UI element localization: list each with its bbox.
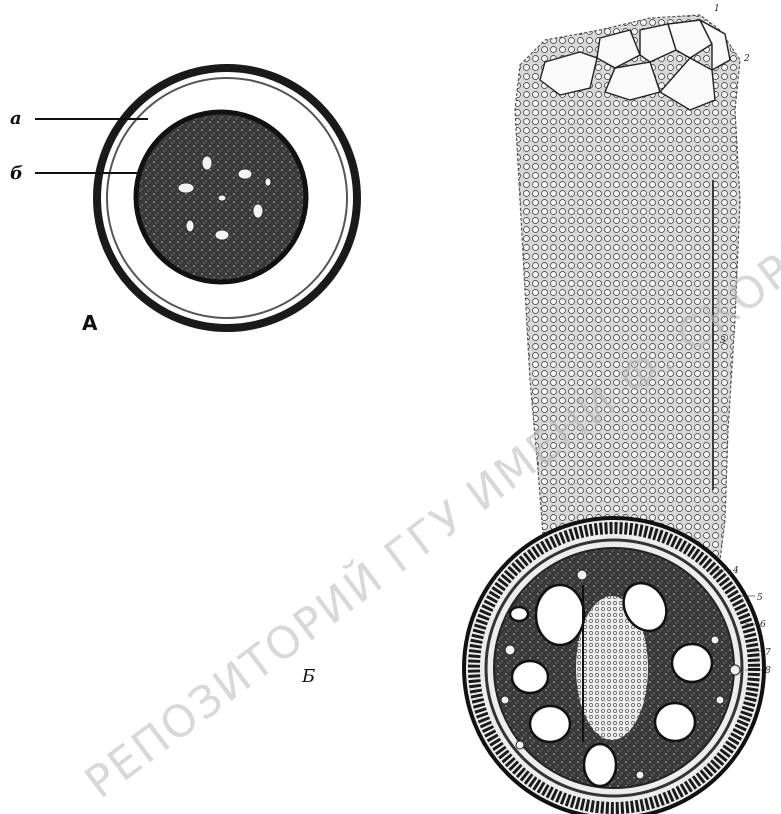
callout-label-b: б xyxy=(10,163,23,184)
panel-a-diagram: а б А xyxy=(10,68,357,335)
callout-7: 7 xyxy=(765,648,771,658)
callout-8: 8 xyxy=(765,666,771,676)
callout-6: 6 xyxy=(760,620,766,630)
callout-5: 5 xyxy=(757,593,763,603)
callout-4: 4 xyxy=(732,566,739,576)
panel-b-label: Б xyxy=(301,666,315,687)
callout-2: 2 xyxy=(743,54,750,64)
callout-label-a: а xyxy=(10,108,22,129)
callout-1: 1 xyxy=(714,4,720,14)
panel-b-diagram: 1 2 3 4 5 6 7 8 Б xyxy=(301,4,771,814)
panel-a-label: А xyxy=(82,311,98,335)
